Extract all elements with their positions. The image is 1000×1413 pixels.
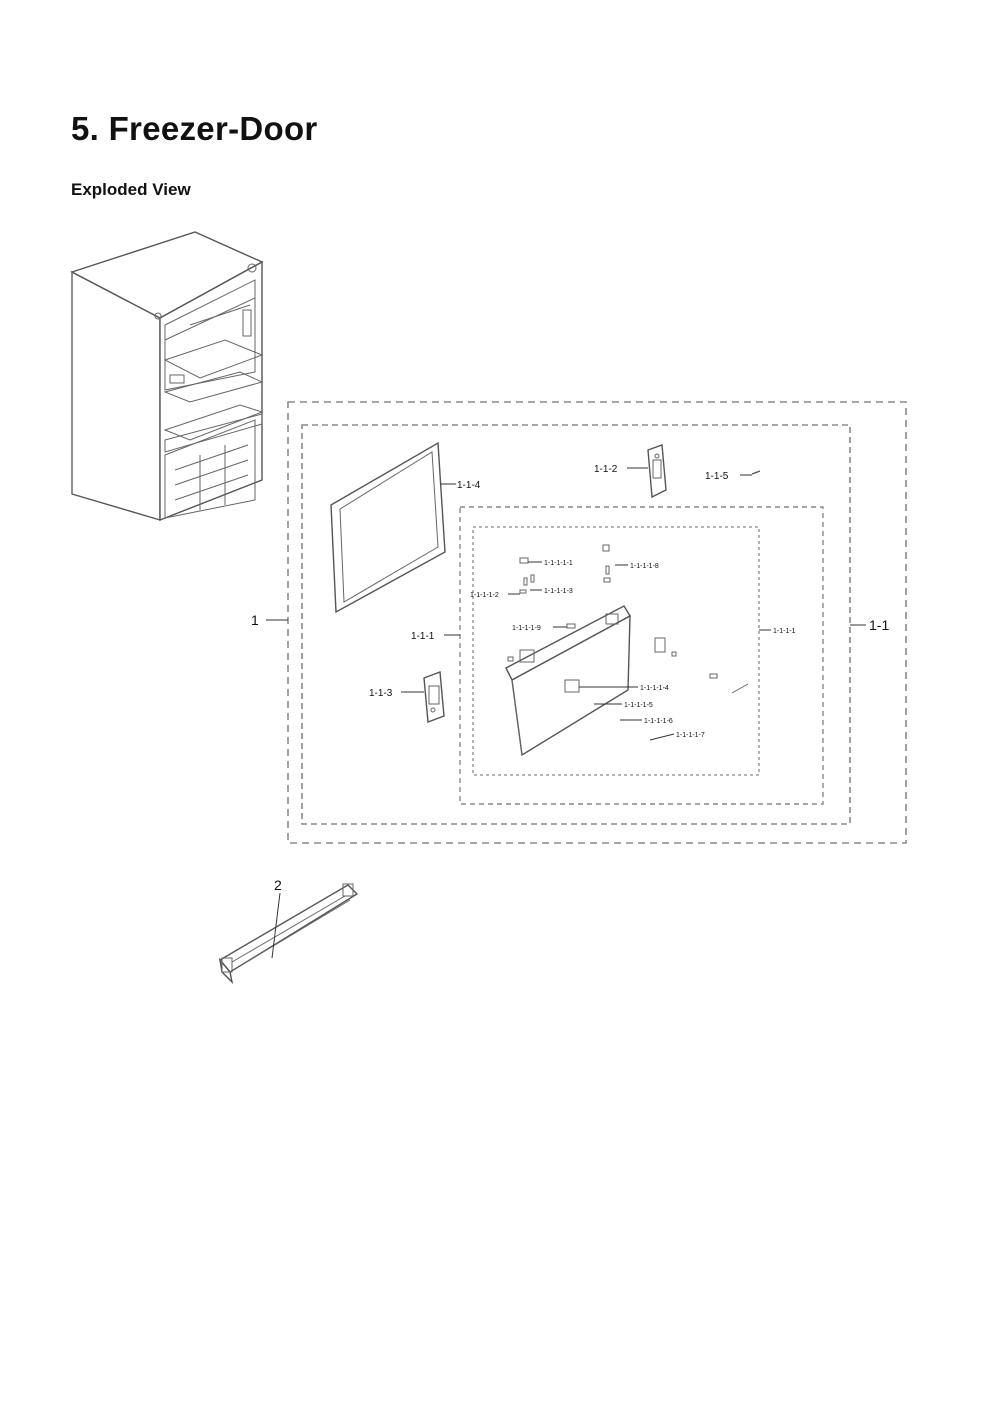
small-hardware xyxy=(507,544,749,694)
label-1-1-3: 1-1-3 xyxy=(369,688,393,699)
door-panel xyxy=(505,605,631,757)
label-1-1-1-1-5: 1-1-1-1-5 xyxy=(624,702,653,709)
upper-hinge-part xyxy=(647,444,667,499)
assembly-box-1-1-1 xyxy=(459,506,824,805)
assembly-box-1 xyxy=(287,401,907,844)
label-1-1-1: 1-1-1 xyxy=(411,631,435,642)
label-1-1-1-1-6: 1-1-1-1-6 xyxy=(644,718,673,725)
door-gasket xyxy=(330,441,446,614)
label-1-1-1-1-2: 1-1-1-1-2 xyxy=(470,592,499,599)
label-1-1-5: 1-1-5 xyxy=(705,471,729,482)
label-1-1-4: 1-1-4 xyxy=(457,480,481,491)
screw-part xyxy=(751,470,761,475)
label-1-1-1-1-8: 1-1-1-1-8 xyxy=(630,563,659,570)
label-1-1-1-1-3: 1-1-1-1-3 xyxy=(544,588,573,595)
label-1-1-1-1-1: 1-1-1-1-1 xyxy=(544,560,573,567)
leader-lines xyxy=(266,467,866,959)
assembly-box-1-1-1-1 xyxy=(472,526,760,776)
lower-hinge-part xyxy=(423,671,445,723)
assembly-box-1-1 xyxy=(301,424,851,825)
label-1: 1 xyxy=(251,612,259,628)
refrigerator-cabinet xyxy=(70,231,264,522)
label-1-1-1-1: 1-1-1-1 xyxy=(773,628,796,635)
label-1-1-1-1-4: 1-1-1-1-4 xyxy=(640,685,669,692)
label-1-1: 1-1 xyxy=(869,617,889,633)
label-1-1-1-1-9: 1-1-1-1-9 xyxy=(512,625,541,632)
label-1-1-2: 1-1-2 xyxy=(594,464,618,475)
section-subtitle: Exploded View xyxy=(71,180,191,199)
page-title: 5. Freezer-Door xyxy=(71,110,318,147)
door-handle xyxy=(218,883,359,985)
label-2: 2 xyxy=(274,877,282,893)
label-1-1-1-1-7: 1-1-1-1-7 xyxy=(676,732,705,739)
